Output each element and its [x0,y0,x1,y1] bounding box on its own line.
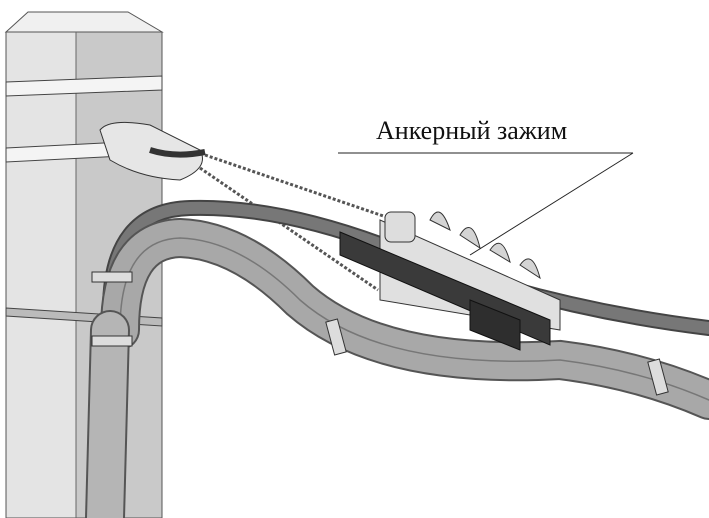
anchor-clamp [339,211,561,351]
callout-label: Анкерный зажим [376,116,568,145]
callout-leader [338,152,634,256]
cable-bundle [85,199,709,518]
wall-bracket [99,121,206,181]
cable-ties [91,271,669,396]
support-wire [199,153,396,292]
